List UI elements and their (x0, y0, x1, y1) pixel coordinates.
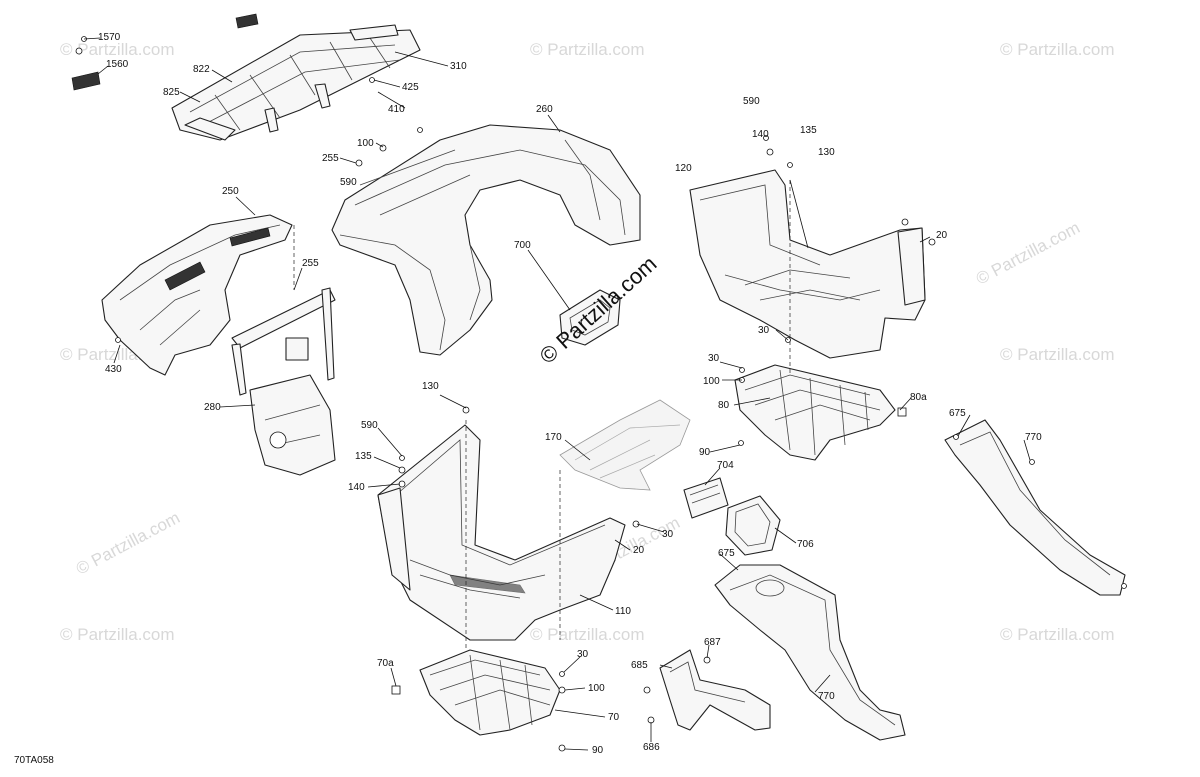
support-bracket-part[interactable] (231, 287, 336, 476)
callout-822[interactable]: 822 (193, 64, 210, 75)
callout-110[interactable]: 110 (615, 606, 631, 617)
side-panel-right-part[interactable] (944, 419, 1126, 596)
callout-310[interactable]: 310 (450, 61, 467, 72)
rear-floor-frame-part[interactable] (734, 364, 896, 461)
console-bezel-part[interactable] (683, 477, 729, 519)
callout-410[interactable]: 410 (388, 104, 405, 115)
callout-80a[interactable]: 80a (910, 392, 927, 403)
gauge-part[interactable] (559, 289, 621, 346)
watermark: © Partzilla.com (73, 508, 183, 579)
callout-170[interactable]: 170 (545, 432, 562, 443)
callout-700[interactable]: 700 (514, 240, 531, 251)
figure-code: 70TA058 (14, 755, 54, 766)
callout-80[interactable]: 80 (718, 400, 730, 411)
fasteners (81, 36, 1127, 752)
display-bezel-part[interactable] (725, 495, 781, 556)
callout-590[interactable]: 590 (340, 177, 357, 188)
callout-20[interactable]: 20 (936, 230, 948, 241)
callout-250[interactable]: 250 (222, 186, 239, 197)
callout-706[interactable]: 706 (797, 539, 814, 550)
callout-30[interactable]: 30 (662, 529, 674, 540)
front-footwell-part[interactable] (377, 424, 626, 641)
callout-70[interactable]: 70 (608, 712, 620, 723)
watermark: © Partzilla.com (1000, 40, 1115, 59)
callout-70a[interactable]: 70a (377, 658, 394, 669)
callout-675[interactable]: 675 (949, 408, 966, 419)
watermark: © Partzilla.com (973, 218, 1083, 289)
callout-140[interactable]: 140 (348, 482, 365, 493)
callout-825[interactable]: 825 (163, 87, 180, 98)
callout-90[interactable]: 90 (592, 745, 604, 756)
callout-280[interactable]: 280 (204, 402, 221, 413)
side-panel-center-part[interactable] (714, 564, 906, 741)
callout-30[interactable]: 30 (708, 353, 720, 364)
callout-135[interactable]: 135 (355, 451, 372, 462)
callout-20[interactable]: 20 (633, 545, 645, 556)
callout-30[interactable]: 30 (577, 649, 589, 660)
callout-30[interactable]: 30 (758, 325, 770, 336)
rear-rack-part[interactable] (171, 24, 421, 141)
callout-100[interactable]: 100 (588, 683, 605, 694)
callout-425[interactable]: 425 (402, 82, 419, 93)
watermark: © Partzilla.com (535, 251, 662, 369)
callout-130[interactable]: 130 (422, 381, 439, 392)
callout-704[interactable]: 704 (717, 460, 734, 471)
callout-1570[interactable]: 1570 (98, 32, 121, 43)
callout-135[interactable]: 135 (800, 125, 817, 136)
watermark: © Partzilla.com (1000, 345, 1115, 364)
callout-770[interactable]: 770 (1025, 432, 1042, 443)
callout-686[interactable]: 686 (643, 742, 660, 753)
callout-130[interactable]: 130 (818, 147, 835, 158)
callout-255[interactable]: 255 (322, 153, 339, 164)
deflector-part[interactable] (659, 649, 771, 731)
assembly-lines (293, 180, 791, 650)
callout-100[interactable]: 100 (357, 138, 374, 149)
callout-255[interactable]: 255 (302, 258, 319, 269)
callout-260[interactable]: 260 (536, 104, 553, 115)
rear-footwell-part[interactable] (689, 169, 926, 359)
callout-685[interactable]: 685 (631, 660, 648, 671)
callout-430[interactable]: 430 (105, 364, 122, 375)
watermark: © Partzilla.com (60, 625, 175, 644)
callout-770[interactable]: 770 (818, 691, 835, 702)
callout-687[interactable]: 687 (704, 637, 721, 648)
callout-590[interactable]: 590 (361, 420, 378, 431)
callout-100[interactable]: 100 (703, 376, 720, 387)
callout-labels: 1570 1560 822 825 310 425 410 260 100 25… (98, 32, 1042, 756)
rear-fender-part[interactable] (331, 124, 641, 356)
callout-90[interactable]: 90 (699, 447, 711, 458)
callout-590[interactable]: 590 (743, 96, 760, 107)
callout-120[interactable]: 120 (675, 163, 692, 174)
watermark: © Partzilla.com (1000, 625, 1115, 644)
watermark: © Partzilla.com (530, 625, 645, 644)
watermark: © Partzilla.com (60, 40, 175, 59)
callout-140[interactable]: 140 (752, 129, 769, 140)
leader-lines (83, 37, 1031, 751)
front-floor-frame-part[interactable] (419, 649, 561, 736)
vehicle-frame-part (559, 399, 691, 491)
rack-cap-part[interactable] (71, 13, 259, 91)
callout-675[interactable]: 675 (718, 548, 735, 559)
callout-1560[interactable]: 1560 (106, 59, 129, 70)
watermark: © Partzilla.com (530, 40, 645, 59)
front-fascia-part[interactable] (101, 214, 293, 376)
